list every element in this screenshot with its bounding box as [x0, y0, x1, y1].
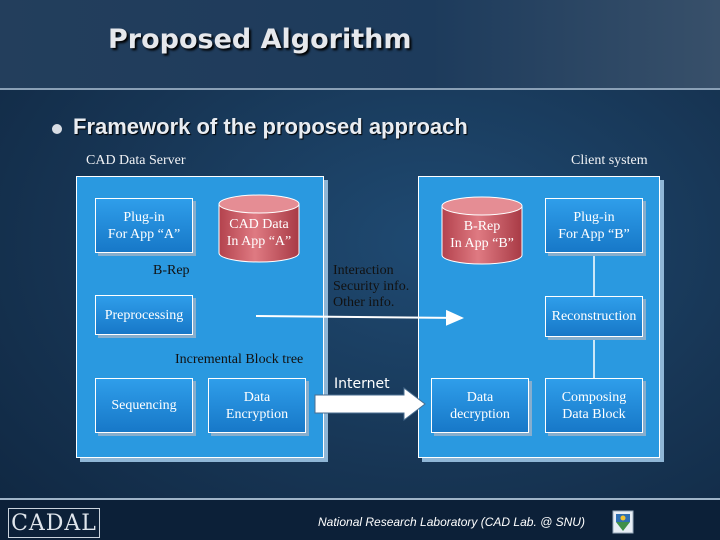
brep-cylinder	[441, 196, 523, 265]
plugin-app-a-box: Plug-in For App “A”	[95, 198, 193, 253]
footer-divider	[0, 498, 720, 500]
data-encryption-box: Data Encryption	[208, 378, 306, 433]
interaction-arrow	[255, 309, 464, 326]
sequencing-box: Sequencing	[95, 378, 193, 433]
data-decryption-box: Data decryption	[431, 378, 529, 433]
client-caption: Client system	[571, 153, 648, 168]
footer-band	[0, 500, 720, 540]
snu-emblem-icon	[612, 510, 634, 534]
interaction-label: Interaction Security info. Other info.	[333, 263, 410, 310]
brep-db-label: B-Rep In App “B”	[450, 219, 514, 251]
composing-data-block-box: Composing Data Block	[545, 378, 643, 433]
cadal-logo: CADAL	[8, 508, 100, 538]
slide-title: Proposed Algorithm	[108, 24, 412, 55]
bullet-dot-icon	[52, 124, 62, 134]
incremental-block-tree-label: Incremental Block tree	[175, 352, 304, 367]
title-divider	[0, 88, 720, 90]
internet-arrow	[314, 386, 426, 422]
internet-label: Internet	[334, 376, 390, 392]
bullet-text: Framework of the proposed approach	[73, 114, 468, 139]
server-caption: CAD Data Server	[86, 153, 186, 168]
title-band	[0, 0, 720, 88]
preprocessing-box: Preprocessing	[95, 295, 193, 335]
cad-data-cylinder	[218, 194, 300, 263]
reconstruction-box: Reconstruction	[545, 296, 643, 337]
plugin-app-b-box: Plug-in For App “B”	[545, 198, 643, 253]
cad-data-db-label: CAD Data In App “A”	[226, 217, 292, 249]
brep-label: B-Rep	[153, 263, 190, 278]
cadal-logo-text: CADAL	[11, 510, 97, 536]
lab-credit: National Research Laboratory (CAD Lab. @…	[318, 515, 585, 529]
